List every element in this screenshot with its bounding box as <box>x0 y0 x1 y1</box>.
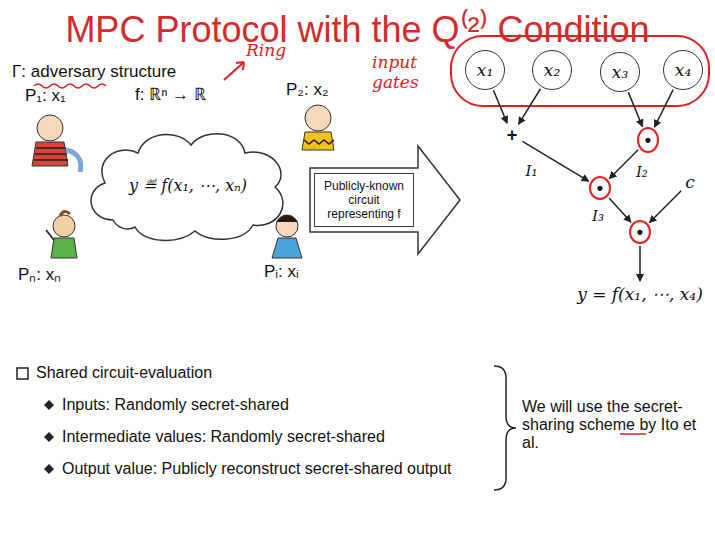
annotation-text: input gates <box>372 52 446 92</box>
connector-arrow <box>522 141 588 181</box>
output-value: y = f(x₁, ⋯, x₄) <box>575 283 705 305</box>
bullet-diamond <box>44 400 54 474</box>
node-text: y = f(x₁, ⋯, x₄) <box>577 284 703 304</box>
connector-arrow <box>639 246 641 281</box>
bullet-text: Shared circuit-evaluation <box>36 364 212 382</box>
note-text: We will use the secret-sharing scheme by… <box>522 398 707 452</box>
connector-arrow <box>493 90 507 123</box>
add-gate: + <box>502 124 522 146</box>
bullet-square <box>17 368 28 379</box>
node-text: Publicly-known circuit representing f <box>318 179 410 221</box>
party-label: Pₙ: xₙ <box>18 262 61 285</box>
cloud-outline <box>91 134 283 241</box>
annotation-arrow <box>224 62 244 80</box>
connector-arrow <box>650 191 682 223</box>
bullet-text: Output value: Publicly reconstruct secre… <box>62 460 452 478</box>
node-text: x₄ <box>675 60 691 80</box>
party-label: Pᵢ: xᵢ <box>264 262 299 282</box>
node-text: y ≝ f(x₁, ⋯, xₙ) <box>129 176 247 195</box>
node-text: x₃ <box>612 62 628 82</box>
mult-gate: • <box>629 220 651 244</box>
process-box: Publicly-known circuit representing f <box>314 173 414 227</box>
curly-brace <box>494 366 516 490</box>
node-text: • <box>637 222 643 243</box>
person-figure <box>32 115 81 172</box>
edge-label: I₃ <box>591 207 605 225</box>
edge-label: I₂ <box>635 163 649 181</box>
input-gate: x₄ <box>663 50 703 90</box>
bullet-text: Intermediate values: Randomly secret-sha… <box>62 428 385 446</box>
node-text: x₁ <box>477 60 493 80</box>
person-figure <box>46 211 77 258</box>
node-text: • <box>645 130 651 151</box>
input-gate: x₂ <box>532 50 572 90</box>
connector-arrow <box>609 198 631 222</box>
annotation-underline <box>620 433 646 435</box>
connector-arrow <box>610 150 639 179</box>
party-label: P₂: x₂ <box>286 80 328 100</box>
input-gate: x₁ <box>465 50 505 90</box>
structure-label: Γ: adversary structure <box>12 62 176 82</box>
connector-arrow <box>519 89 541 124</box>
function-label: f: ℝⁿ → ℝ <box>135 82 206 105</box>
annotation-text: Ring <box>246 40 286 60</box>
connector-arrow <box>628 92 642 126</box>
node-text: c <box>685 172 695 192</box>
node-text: + <box>507 125 518 146</box>
bullet-text: Inputs: Randomly secret-shared <box>62 396 289 414</box>
party-label: P₁: x₁ <box>25 86 66 106</box>
node-text: x₂ <box>544 60 560 80</box>
edge-label: I₁ <box>525 162 539 180</box>
person-figure <box>272 215 302 258</box>
node-text: • <box>597 178 603 199</box>
constant-input: c <box>680 171 700 193</box>
cloud-shape: y ≝ f(x₁, ⋯, xₙ) <box>83 125 293 245</box>
connector-arrow <box>654 90 673 127</box>
mult-gate: • <box>589 176 611 200</box>
person-figure <box>302 105 334 150</box>
mult-gate: • <box>637 127 659 153</box>
input-gate: x₃ <box>600 52 640 92</box>
slide-title: MPC Protocol with the Q⁽²⁾ Condition <box>0 4 715 53</box>
block-arrow <box>310 146 460 254</box>
